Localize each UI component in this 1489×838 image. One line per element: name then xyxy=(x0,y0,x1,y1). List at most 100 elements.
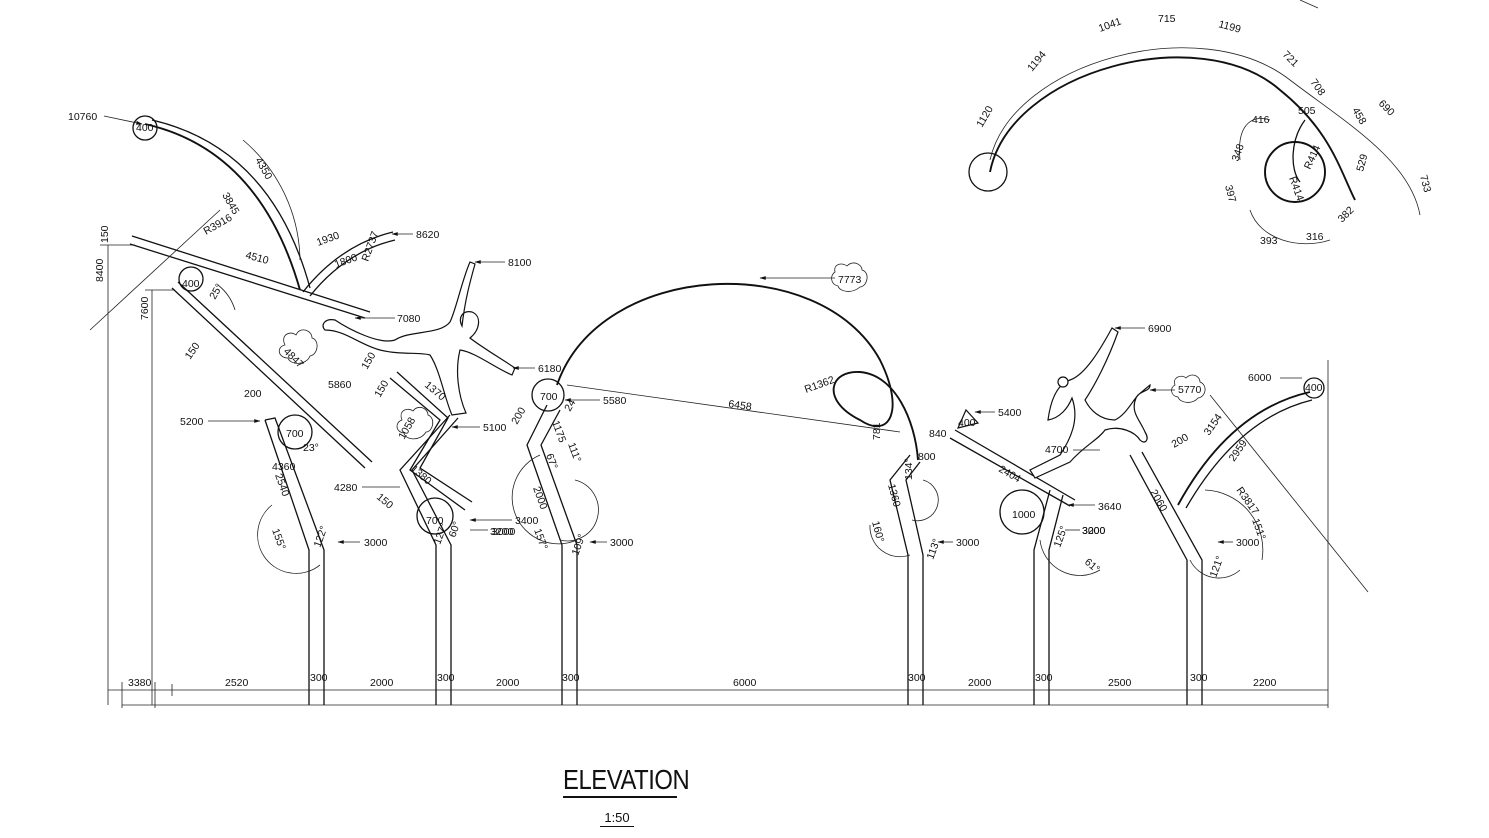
member-dim-label: 840 xyxy=(929,428,947,440)
spiral-dim-label: 316 xyxy=(1306,231,1324,243)
member-dim-label: 800 xyxy=(918,451,936,463)
base-dim-label: 2000 xyxy=(496,677,520,689)
spiral-dim-label: 458 xyxy=(1349,106,1368,127)
member-dim-label: 5860 xyxy=(328,379,352,391)
member-dim-label: 121° xyxy=(1208,555,1227,580)
level-tag-clouds xyxy=(278,262,1206,440)
poles xyxy=(264,404,1203,705)
base-dim-label: 300 xyxy=(562,672,580,684)
member-dim-label: 6458 xyxy=(728,398,753,413)
spiral-dim-label: 505 xyxy=(1298,105,1316,117)
member-dim-label: 2000 xyxy=(530,485,549,511)
member-dim-label: R2737 xyxy=(360,230,382,263)
member-dim-label: 1930 xyxy=(315,229,341,248)
member-dim-label: 3154 xyxy=(1202,412,1225,438)
base-dim-label: 300 xyxy=(437,672,455,684)
member-dim-label: 134° xyxy=(903,458,915,480)
member-dim-label: 781 xyxy=(871,422,883,440)
level-label: 4700 xyxy=(1045,444,1069,456)
level-label: 3200 xyxy=(1082,525,1106,537)
member-dim-label: 61° xyxy=(1082,556,1102,575)
spiral-dim-label: 1199 xyxy=(1217,18,1242,35)
spiral-dim-label: 721 xyxy=(1280,49,1301,70)
base-dim-label: 2000 xyxy=(968,677,992,689)
member-dim-label: 3845 xyxy=(219,191,241,217)
member-dim-label: 150 xyxy=(99,225,111,243)
member-dim-label: 109° xyxy=(570,533,589,558)
ground-dimension-line xyxy=(108,360,1329,708)
pole-height-label: 3000 xyxy=(492,526,516,538)
member-dim-label: 60° xyxy=(447,520,464,539)
spiral-dim-label: 1041 xyxy=(1097,15,1123,34)
base-dimension-labels: 3380 2520 300 2000 300 2000 300 6000 300… xyxy=(128,672,1277,689)
member-dim-label: 122° xyxy=(312,525,331,550)
level-label: 5770 xyxy=(1178,384,1202,396)
level-label: 5400 xyxy=(998,407,1022,419)
member-dim-label: 113° xyxy=(925,537,943,561)
base-dim-label: 2000 xyxy=(370,677,394,689)
level-label: 3640 xyxy=(1098,501,1122,513)
spiral-dim-label: 715 xyxy=(1158,13,1176,25)
member-dim-label: 150 xyxy=(372,378,391,399)
member-dim-label: 111° xyxy=(565,441,583,464)
member-dim-label: 700 xyxy=(286,428,304,440)
member-dim-label: 1800 xyxy=(333,251,359,270)
member-dim-label: 23° xyxy=(303,442,319,454)
member-dim-label: 4847 xyxy=(281,346,306,371)
member-dim-label: 2060 xyxy=(1147,488,1169,514)
level-label: 5100 xyxy=(483,422,507,434)
member-dim-label: 700 xyxy=(426,515,444,527)
member-dim-label: 2404 xyxy=(997,463,1023,485)
spiral xyxy=(968,47,1421,245)
member-dim-label: 400 xyxy=(958,417,976,429)
member-dim-label: 25° xyxy=(207,282,225,302)
base-dim-label: 300 xyxy=(908,672,926,684)
level-label: 8100 xyxy=(508,257,532,269)
spiral-dim-label: 1194 xyxy=(1025,49,1049,74)
spiral-dim-label: 733 xyxy=(1417,174,1433,194)
base-dim-label: 300 xyxy=(310,672,328,684)
level-label: 5580 xyxy=(603,395,627,407)
level-label: 5200 xyxy=(180,416,204,428)
level-label: 6000 xyxy=(1248,372,1272,384)
member-dim-label: 155° xyxy=(269,527,288,552)
pole-height-label: 3000 xyxy=(1236,537,1260,549)
member-dim-label: 700 xyxy=(540,391,558,403)
member-dim-label: 150 xyxy=(183,340,203,361)
level-label: 10760 xyxy=(68,111,97,123)
level-label: 7773 xyxy=(838,274,862,286)
member-dim-label: 150 xyxy=(374,491,395,512)
spiral-dim-label: 690 xyxy=(1376,98,1397,119)
drawing-title: ELEVATION xyxy=(563,764,690,798)
pole-height-labels: 3000 3000 3000 3000 3000 3000 xyxy=(364,525,1260,549)
human-figures xyxy=(322,261,1151,479)
base-dim-label: 3380 xyxy=(128,677,152,689)
base-dim-label: 300 xyxy=(1190,672,1208,684)
member-dim-label: 160° xyxy=(869,520,886,544)
level-label: 7080 xyxy=(397,313,421,325)
member-dim-label: 200 xyxy=(1170,431,1191,450)
joint-circles xyxy=(132,115,1325,535)
level-label: 6900 xyxy=(1148,323,1172,335)
pole-height-label: 3000 xyxy=(956,537,980,549)
member-dim-label: 4510 xyxy=(244,249,270,267)
height-dimensions: 8400 7600 xyxy=(94,244,175,705)
pole-height-label: 3000 xyxy=(1082,525,1106,537)
member-dim-label: 1000 xyxy=(1012,509,1036,521)
base-dim-label: 2520 xyxy=(225,677,249,689)
base-dim-label: 300 xyxy=(1035,672,1053,684)
member-dim-label: 4360 xyxy=(272,461,296,473)
level-label: 4280 xyxy=(334,482,358,494)
member-dim-label: 157° xyxy=(531,527,550,552)
spiral-dimension-labels: 1120 1194 1041 715 1199 721 708 505 416 … xyxy=(974,13,1433,247)
member-dim-label: 24 xyxy=(562,397,578,413)
level-label: 6180 xyxy=(538,363,562,375)
spiral-dim-label: 348 xyxy=(1230,142,1247,163)
spiral-dim-label: R414 xyxy=(1286,175,1306,203)
spiral-dim-label: 393 xyxy=(1260,235,1278,247)
spiral-dim-label: 529 xyxy=(1354,153,1370,173)
member-dim-label: 4350 xyxy=(252,156,274,182)
leader-lines xyxy=(89,0,1369,593)
member-dim-label: 400 xyxy=(182,278,200,290)
